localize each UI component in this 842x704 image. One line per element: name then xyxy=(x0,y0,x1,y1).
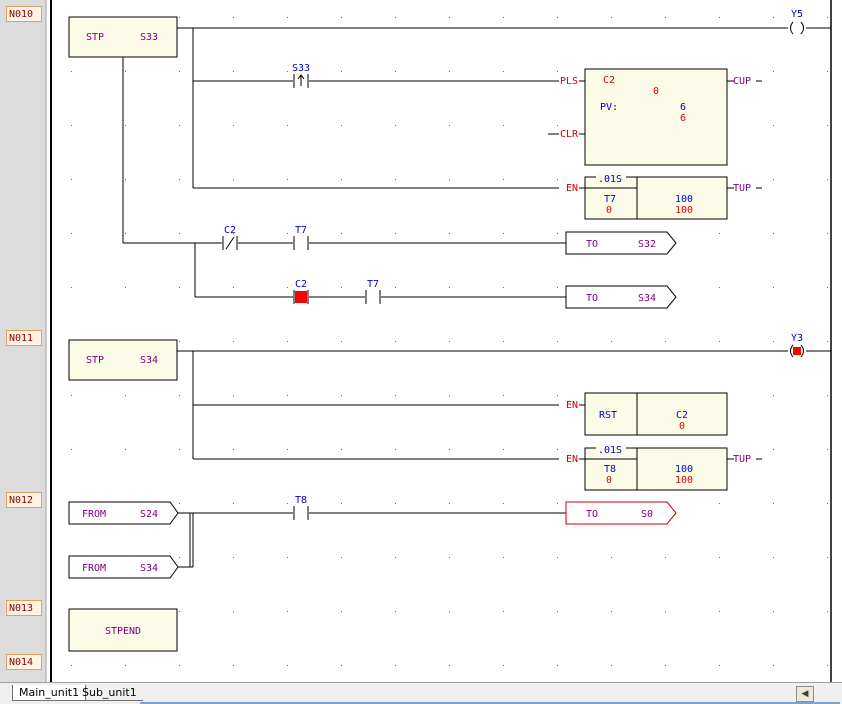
coil-y3-label: Y3 xyxy=(791,333,803,344)
transition-keyword: TO xyxy=(586,293,598,304)
transition-keyword: TO xyxy=(586,239,598,250)
timer-t8-output-tup: TUP xyxy=(733,454,751,465)
coil-y5[interactable]: Y5 xyxy=(790,9,804,35)
from-keyword: FROM xyxy=(82,563,106,574)
transition-to-s32[interactable]: TO S32 xyxy=(565,231,677,255)
counter-input-pls: PLS xyxy=(560,76,578,87)
stp-step-number: S34 xyxy=(140,355,158,366)
counter-block-c2[interactable]: C2 0 PV: 6 6 xyxy=(584,68,728,166)
timer-t7-output-tup: TUP xyxy=(733,183,751,194)
coil-y3-active[interactable]: Y3 xyxy=(790,333,804,358)
contact-c2-label: C2 xyxy=(224,225,236,236)
contact-c2-active[interactable]: C2 xyxy=(293,279,309,304)
network-label-n012[interactable]: N012 xyxy=(6,492,42,508)
contact-s33-label: S33 xyxy=(292,63,310,74)
contact-c2-normally-closed[interactable]: C2 xyxy=(222,225,238,250)
network-label-n010[interactable]: N010 xyxy=(6,6,42,22)
contact-c2-active-label: C2 xyxy=(295,279,307,290)
timer-time-base: .01S xyxy=(598,174,622,185)
tab-main-unit1[interactable]: Main_unit1 xyxy=(12,685,87,701)
wires-n010 xyxy=(122,27,831,298)
transition-target: S0 xyxy=(641,509,653,520)
transition-keyword: TO xyxy=(586,509,598,520)
network-label-n011[interactable]: N011 xyxy=(6,330,42,346)
timer-t8-input-en: EN xyxy=(566,454,578,465)
contact-t7-no[interactable]: T7 xyxy=(293,225,309,250)
contact-t8-label: T8 xyxy=(295,495,307,506)
from-block-s24[interactable]: FROM S24 xyxy=(68,501,179,525)
reset-input-en: EN xyxy=(566,400,578,411)
network-label-n013[interactable]: N013 xyxy=(6,600,42,616)
reset-target: C2 xyxy=(676,410,688,421)
contact-t8-no[interactable]: T8 xyxy=(293,495,309,520)
from-block-s34[interactable]: FROM S34 xyxy=(68,555,179,579)
reset-target-value: 0 xyxy=(679,421,685,432)
timer-block-t8[interactable]: .01S T8 0 100 100 xyxy=(584,444,728,491)
timer-current-value: 0 xyxy=(606,205,612,216)
stp-keyword: STP xyxy=(86,355,104,366)
timer-set-current: 100 xyxy=(675,475,693,486)
wires-n011 xyxy=(177,350,831,460)
timer-set-current: 100 xyxy=(675,205,693,216)
counter-current-value: 0 xyxy=(653,86,659,97)
contact-t7-2-label: T7 xyxy=(367,279,379,290)
stpend-keyword: STPEND xyxy=(105,626,141,637)
timer-name: T7 xyxy=(604,194,616,205)
from-keyword: FROM xyxy=(82,509,106,520)
wires-n012 xyxy=(178,512,566,568)
transition-target: S32 xyxy=(638,239,656,250)
counter-pv-set: 6 xyxy=(680,102,686,113)
sheet-tab-bar: Main_unit1 Sub_unit1 ◀ xyxy=(0,682,842,704)
ladder-diagram[interactable]: STP S33 Y5 S33 xyxy=(0,0,842,682)
transition-target: S34 xyxy=(638,293,656,304)
transition-to-s0[interactable]: TO S0 xyxy=(565,501,677,525)
timer-current-value: 0 xyxy=(606,475,612,486)
reset-block-c2[interactable]: RST C2 0 xyxy=(584,392,728,436)
counter-input-clr: CLR xyxy=(560,129,579,140)
timer-block-t7[interactable]: .01S T7 0 100 100 xyxy=(584,173,728,220)
tab-sub-unit1[interactable]: Sub_unit1 xyxy=(76,685,143,701)
timer-t7-input-en: EN xyxy=(566,183,578,194)
stp-keyword: STP xyxy=(86,32,104,43)
stp-block-s33[interactable]: STP S33 xyxy=(68,16,178,58)
contact-t7-no-2[interactable]: T7 xyxy=(365,279,381,304)
coil-y5-label: Y5 xyxy=(791,9,803,20)
stpend-block[interactable]: STPEND xyxy=(68,608,178,652)
timer-set-value: 100 xyxy=(675,194,693,205)
counter-pv-current: 6 xyxy=(680,113,686,124)
reset-keyword: RST xyxy=(599,410,617,421)
contact-t7-label: T7 xyxy=(295,225,307,236)
horizontal-scrollbar[interactable] xyxy=(140,702,840,704)
counter-name: C2 xyxy=(603,75,615,86)
stp-block-s34[interactable]: STP S34 xyxy=(68,339,178,381)
timer-time-base: .01S xyxy=(598,445,622,456)
timer-set-value: 100 xyxy=(675,464,693,475)
counter-output-cup: CUP xyxy=(733,76,751,87)
scroll-left-button[interactable]: ◀ xyxy=(796,686,814,702)
contact-s33-rising-edge[interactable]: S33 xyxy=(292,63,310,88)
stp-step-number: S33 xyxy=(140,32,158,43)
from-step: S34 xyxy=(140,563,158,574)
transition-to-s34[interactable]: TO S34 xyxy=(565,285,677,309)
from-step: S24 xyxy=(140,509,158,520)
counter-pv-label: PV: xyxy=(600,102,618,113)
network-label-n014[interactable]: N014 xyxy=(6,654,42,670)
timer-name: T8 xyxy=(604,464,616,475)
